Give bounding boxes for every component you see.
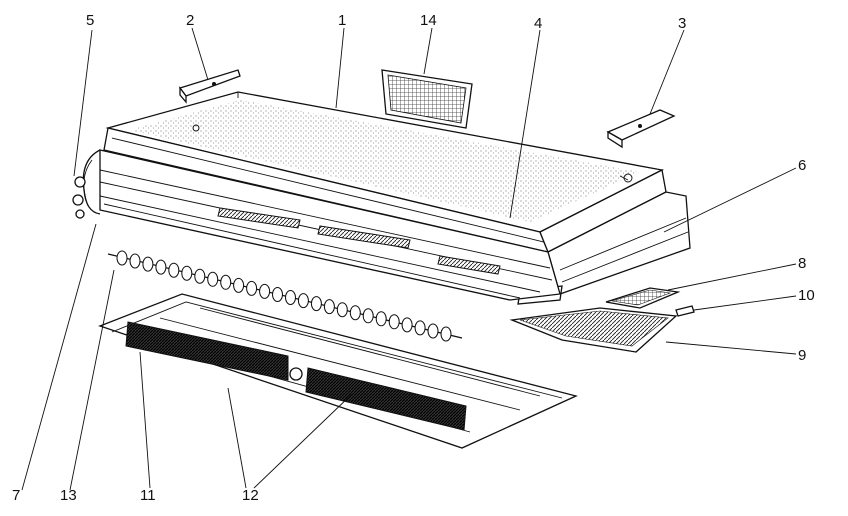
- fan-blade: [440, 326, 452, 342]
- fan-blade: [362, 308, 374, 324]
- leader-4: [509, 29, 541, 219]
- leader-lines: [21, 27, 797, 491]
- fan-blade: [220, 274, 232, 290]
- fan-blade: [336, 302, 348, 318]
- callout-1: 1: [338, 12, 346, 29]
- fan-blade: [401, 317, 413, 333]
- callout-7: 7: [12, 487, 20, 504]
- callout-11: 11: [140, 487, 156, 504]
- callout-12: 12: [242, 487, 259, 504]
- blower-fan-part: [107, 250, 463, 342]
- callout-4: 4: [534, 15, 542, 32]
- filter-panel-part: [381, 69, 473, 129]
- leader-9: [665, 341, 797, 355]
- leader-3: [649, 29, 685, 115]
- leader-13: [69, 269, 115, 491]
- fan-blade: [116, 250, 128, 266]
- leader-5: [73, 29, 93, 177]
- left-bracket-part: [178, 69, 241, 104]
- leader-11: [139, 351, 151, 489]
- fan-blade: [388, 314, 400, 330]
- fan-blade: [207, 271, 219, 287]
- callout-9: 9: [798, 347, 806, 364]
- fan-blade: [427, 323, 439, 339]
- leader-7: [21, 223, 97, 491]
- callout-5: 5: [86, 12, 94, 29]
- fan-blade: [194, 268, 206, 284]
- fan-blade: [129, 253, 141, 269]
- fan-blade: [233, 277, 245, 293]
- end-cap-screws-part: [72, 176, 86, 219]
- front-louver-part: [82, 149, 561, 301]
- leader-1: [335, 27, 345, 109]
- leader-12b: [253, 393, 353, 489]
- callout-14: 14: [420, 12, 437, 29]
- fan-blade: [259, 283, 271, 299]
- fan-blade: [168, 262, 180, 278]
- fan-blade: [323, 299, 335, 315]
- fan-blade: [375, 311, 387, 327]
- callout-8: 8: [798, 255, 806, 272]
- callout-3: 3: [678, 15, 686, 32]
- right-bracket-part: [606, 109, 676, 149]
- fan-blade: [155, 259, 167, 275]
- fan-blade: [246, 280, 258, 296]
- main-housing-part: [103, 91, 667, 253]
- fan-blade: [349, 305, 361, 321]
- leader-8: [667, 263, 797, 291]
- fan-blade: [142, 256, 154, 272]
- callout-13: 13: [60, 487, 77, 504]
- leader-14: [423, 27, 433, 75]
- fan-blade: [285, 290, 296, 305]
- callout-labels: 1 2 3 4 5 6 7 8 9 10 11 12 13 14: [12, 12, 815, 504]
- clip-part: [675, 305, 695, 317]
- fan-blade: [310, 296, 322, 312]
- bottom-tray-part: [98, 293, 578, 449]
- fan-blade: [297, 293, 309, 309]
- fan-blade: [414, 320, 426, 336]
- heating-elements-part: [125, 321, 467, 431]
- fan-blade: [181, 265, 193, 281]
- leader-10: [693, 295, 797, 311]
- callout-2: 2: [186, 12, 194, 29]
- callout-10: 10: [798, 287, 815, 304]
- leader-6: [663, 167, 797, 233]
- grille-plate-part: [509, 307, 678, 353]
- leader-2: [191, 27, 209, 81]
- callout-6: 6: [798, 157, 806, 174]
- fan-blade: [272, 287, 283, 302]
- small-filter-part: [605, 287, 681, 309]
- leader-12a: [227, 387, 247, 489]
